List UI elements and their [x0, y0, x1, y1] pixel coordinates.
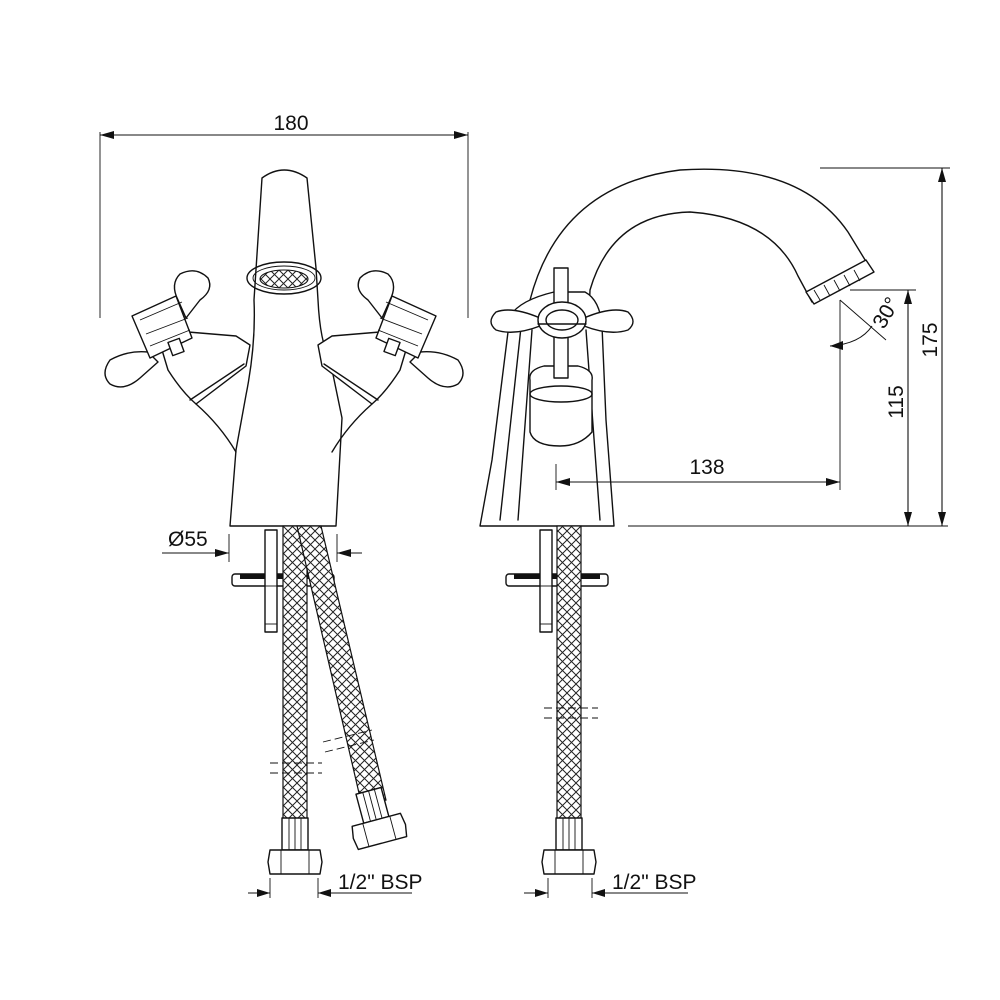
- side-cartridge: [529, 365, 593, 447]
- dimension-spout-reach: [555, 300, 841, 490]
- dimension-overall-height: [820, 167, 950, 526]
- side-hose: [556, 525, 582, 822]
- side-aerator: [805, 259, 875, 305]
- side-mounting-stud: [539, 529, 553, 633]
- front-aerator-mesh: [259, 269, 309, 289]
- side-handle-lever-right: [583, 309, 634, 333]
- front-aerator-ring: [246, 261, 322, 295]
- front-hose-left: [282, 525, 308, 822]
- dimension-thread-side: [524, 878, 688, 898]
- label-spout-reach: 138: [689, 456, 724, 479]
- side-handle-hub: [537, 301, 587, 339]
- front-right-handle-lever-upper: [357, 270, 395, 319]
- side-view: 138 115 175 30°: [479, 167, 950, 898]
- label-overall-height: 175: [919, 322, 942, 357]
- side-fitting: [541, 817, 597, 875]
- dimension-spout-height: [850, 289, 916, 526]
- label-base-diameter: Ø55: [168, 528, 208, 551]
- side-spout: [519, 168, 871, 451]
- front-fitting-right: [351, 786, 408, 851]
- front-left-handle-lever-upper: [173, 270, 211, 319]
- label-spout-height: 115: [885, 385, 908, 418]
- dimension-spout-angle: [829, 299, 887, 350]
- front-view: 180 Ø55 1/2" BSP: [99, 112, 469, 898]
- front-hose-right: [296, 525, 387, 807]
- side-hose-break-marks: [544, 707, 598, 719]
- dimension-base-diameter: [162, 534, 362, 562]
- front-fitting-left: [267, 817, 323, 875]
- front-right-handle-lever-lower: [409, 350, 464, 388]
- label-spout-angle: 30°: [868, 293, 904, 332]
- side-handle-lever-left: [490, 309, 541, 333]
- front-hose-break-marks: [270, 729, 375, 774]
- dimension-overall-width: [99, 131, 469, 318]
- front-mounting-stud: [264, 529, 278, 633]
- label-thread-front: 1/2" BSP: [338, 871, 423, 894]
- front-left-handle-lever-lower: [104, 350, 159, 388]
- label-overall-width: 180: [273, 112, 308, 135]
- dimension-thread-front: [248, 878, 412, 898]
- label-thread-side: 1/2" BSP: [612, 871, 697, 894]
